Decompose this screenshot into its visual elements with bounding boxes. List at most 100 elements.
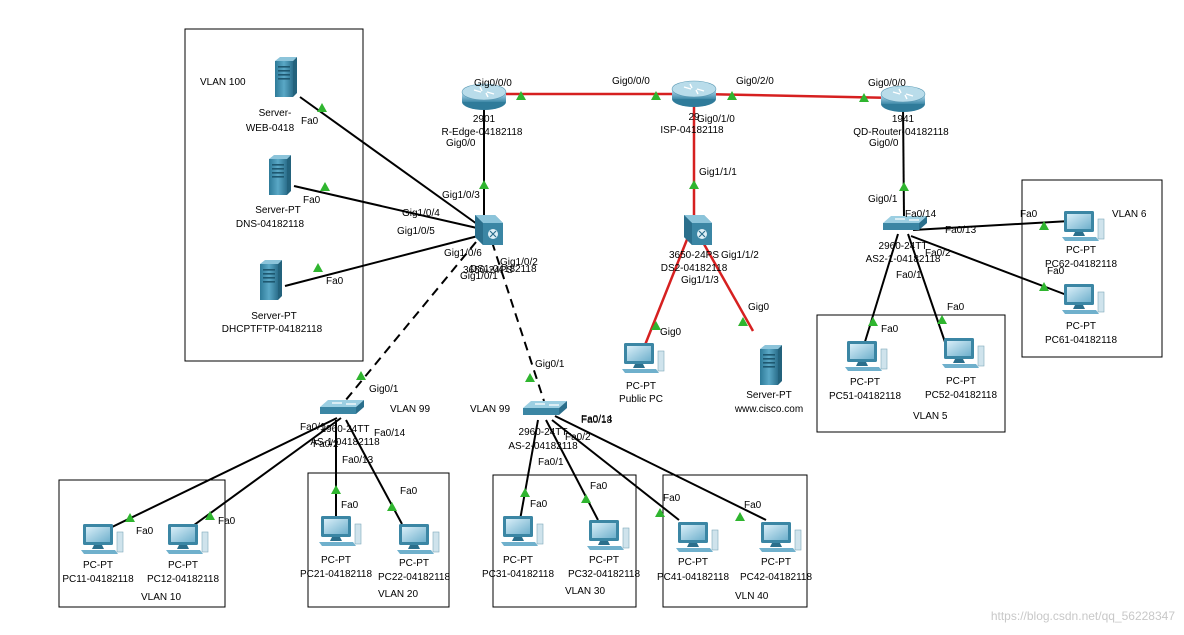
port-label-as2-20: Fa0/1 xyxy=(538,457,564,468)
port-label-pc61-13: Fa0 xyxy=(1047,266,1065,277)
link-as2-pc32[interactable] xyxy=(545,419,599,521)
link-as1-pc12[interactable] xyxy=(189,417,342,529)
port-label-srv-web-6: Fa0 xyxy=(301,116,319,127)
link-qd-as-pc51[interactable] xyxy=(863,233,899,346)
device-label-pc11-1: PC11-04182118 xyxy=(62,574,134,585)
device-label-ds2-0: 3650-24PS xyxy=(669,250,719,261)
link-as2-pc41[interactable] xyxy=(551,419,680,521)
pc-icon-pc12[interactable] xyxy=(166,524,209,554)
device-label-pc32-0: PC-PT xyxy=(589,555,619,566)
device-label-pc22-0: PC-PT xyxy=(399,558,429,569)
device-label-srv-dhcp-1: DHCPTFTP-04182118 xyxy=(222,324,323,335)
switch-icon-qd-as[interactable] xyxy=(883,216,927,230)
pc-icon-pc42[interactable] xyxy=(759,522,802,552)
link-status-up-icon xyxy=(317,103,327,112)
port-label-pc12-17: Fa0 xyxy=(218,516,236,527)
link-status-up-icon xyxy=(651,91,661,100)
port-label-pc42-23: Fa0 xyxy=(744,500,762,511)
vlan-area-vlan100 xyxy=(184,28,364,362)
link-as1-pc11[interactable] xyxy=(109,417,338,529)
vlan-area-vlan30 xyxy=(492,474,637,608)
port-label-r-edge-0: Gig0/0/0 xyxy=(474,78,512,89)
server-icon-srv-cisco[interactable] xyxy=(760,345,782,385)
link-srv-web-ds1[interactable] xyxy=(299,96,478,225)
pc-icon-pc11[interactable] xyxy=(81,524,124,554)
port-label-as1-16: Fa0/1 xyxy=(300,422,326,433)
port-label-qd-router-11: Gig0/0 xyxy=(869,138,899,149)
device-label-srv-web-1: WEB-0418 xyxy=(246,123,295,134)
l3switch-icon-ds1[interactable] xyxy=(475,215,503,245)
watermark-text: https://blog.csdn.net/qq_56228347 xyxy=(991,609,1175,623)
link-as2-pc31[interactable] xyxy=(519,419,539,521)
link-qd-as-pc52[interactable] xyxy=(907,233,947,346)
link-status-up-icon xyxy=(516,91,526,100)
pc-icon-pc21[interactable] xyxy=(319,516,362,546)
pc-icon-pc32[interactable] xyxy=(587,520,630,550)
port-label-as2-21: Fa0/2 xyxy=(565,432,591,443)
device-label-pc42-1: PC42-04182118 xyxy=(740,572,813,583)
device-label-srv-cisco-1: www.cisco.com xyxy=(734,404,803,415)
device-label-pc21-0: PC-PT xyxy=(321,555,351,566)
l3switch-icon-ds2[interactable] xyxy=(684,215,712,245)
device-label-qd-router-0: 1941 xyxy=(892,114,915,125)
port-label-as2-10: Gig0/1 xyxy=(535,359,565,370)
device-label-qd-router-1: QD-Router-04182118 xyxy=(853,127,949,138)
switch-icon-as1[interactable] xyxy=(320,400,364,414)
server-icon-srv-web[interactable] xyxy=(275,57,297,97)
link-ds2-srv-cisco[interactable] xyxy=(698,236,755,332)
port-label-ds1-6: Gig1/0/4 xyxy=(402,208,440,219)
device-label-pc31-1: PC31-04182118 xyxy=(482,569,555,580)
port-label-ds1-5: Gig1/0/3 xyxy=(442,190,480,201)
link-status-up-icon xyxy=(520,488,530,497)
pc-icon-pc41[interactable] xyxy=(676,522,719,552)
link-ds1-as2[interactable] xyxy=(491,241,545,402)
link-status-up-icon xyxy=(125,513,135,522)
link-status-up-icon xyxy=(689,180,699,189)
link-status-up-icon xyxy=(581,494,591,503)
device-label-isp-0: 29 xyxy=(688,112,700,123)
link-as2-pc42[interactable] xyxy=(554,415,767,521)
server-icon-srv-dns[interactable] xyxy=(269,155,291,195)
port-label-as1-18: Fa0/13 xyxy=(342,455,374,466)
link-status-up-icon xyxy=(1039,282,1049,291)
pc-icon-pc22[interactable] xyxy=(397,524,440,554)
device-label-as1-0: 2960-24TT xyxy=(321,424,370,435)
port-label-as1-9: Gig0/1 xyxy=(369,384,399,395)
device-label-pc61-0: PC-PT xyxy=(1066,321,1096,332)
vlan-area-vlan6 xyxy=(1021,179,1163,358)
router-icon-qd-router[interactable] xyxy=(880,85,926,112)
device-label-pc32-1: PC32-04182118 xyxy=(568,569,641,580)
link-srv-dhcp-ds1[interactable] xyxy=(284,235,479,287)
server-icon-srv-dhcp[interactable] xyxy=(260,260,282,300)
pc-icon-pc31[interactable] xyxy=(501,516,544,546)
link-srv-dns-ds1[interactable] xyxy=(293,185,478,229)
device-label-pc52-0: PC-PT xyxy=(946,376,976,387)
pc-icon-pc62[interactable] xyxy=(1062,211,1105,241)
link-ds2-pc-public[interactable] xyxy=(639,236,690,356)
router-icon-r-edge[interactable] xyxy=(461,83,507,110)
vlan-area-vlan10 xyxy=(58,479,226,608)
device-label-as2-1: AS-2-04182118 xyxy=(508,441,578,452)
link-status-up-icon xyxy=(479,180,489,189)
link-ds1-as1[interactable] xyxy=(344,241,477,402)
device-label-pc42-0: PC-PT xyxy=(761,557,791,568)
port-label-pc21-18: Fa0 xyxy=(341,500,359,511)
port-label-qd-router-1: Gig0/0/0 xyxy=(868,78,906,89)
device-label-ds1-1: DS1-04182118 xyxy=(470,264,537,275)
vlan-area-vlan5 xyxy=(816,314,1006,433)
port-label-srv-dns-7: Fa0 xyxy=(303,195,321,206)
pc-icon-pc61[interactable] xyxy=(1062,284,1105,314)
vlan-label-vlan20: VLAN 20 xyxy=(378,589,418,600)
port-label-isp-0: Gig0/0/0 xyxy=(612,76,650,87)
router-icon-isp[interactable] xyxy=(671,80,717,107)
vlan-area-vlan20 xyxy=(307,472,450,608)
pc-icon-pc51[interactable] xyxy=(845,341,888,371)
pc-icon-pc52[interactable] xyxy=(942,338,985,368)
pc-icon-pc-public[interactable] xyxy=(622,343,665,373)
port-label-ds1-8: Gig1/0/6 xyxy=(444,248,482,259)
port-label-isp-2: Gig0/1/0 xyxy=(697,114,735,125)
switch-icon-as2[interactable] xyxy=(523,401,567,415)
link-status-up-icon xyxy=(727,91,737,100)
link-qd-router-qd-as[interactable] xyxy=(902,105,905,218)
device-label-pc11-0: PC-PT xyxy=(83,560,113,571)
